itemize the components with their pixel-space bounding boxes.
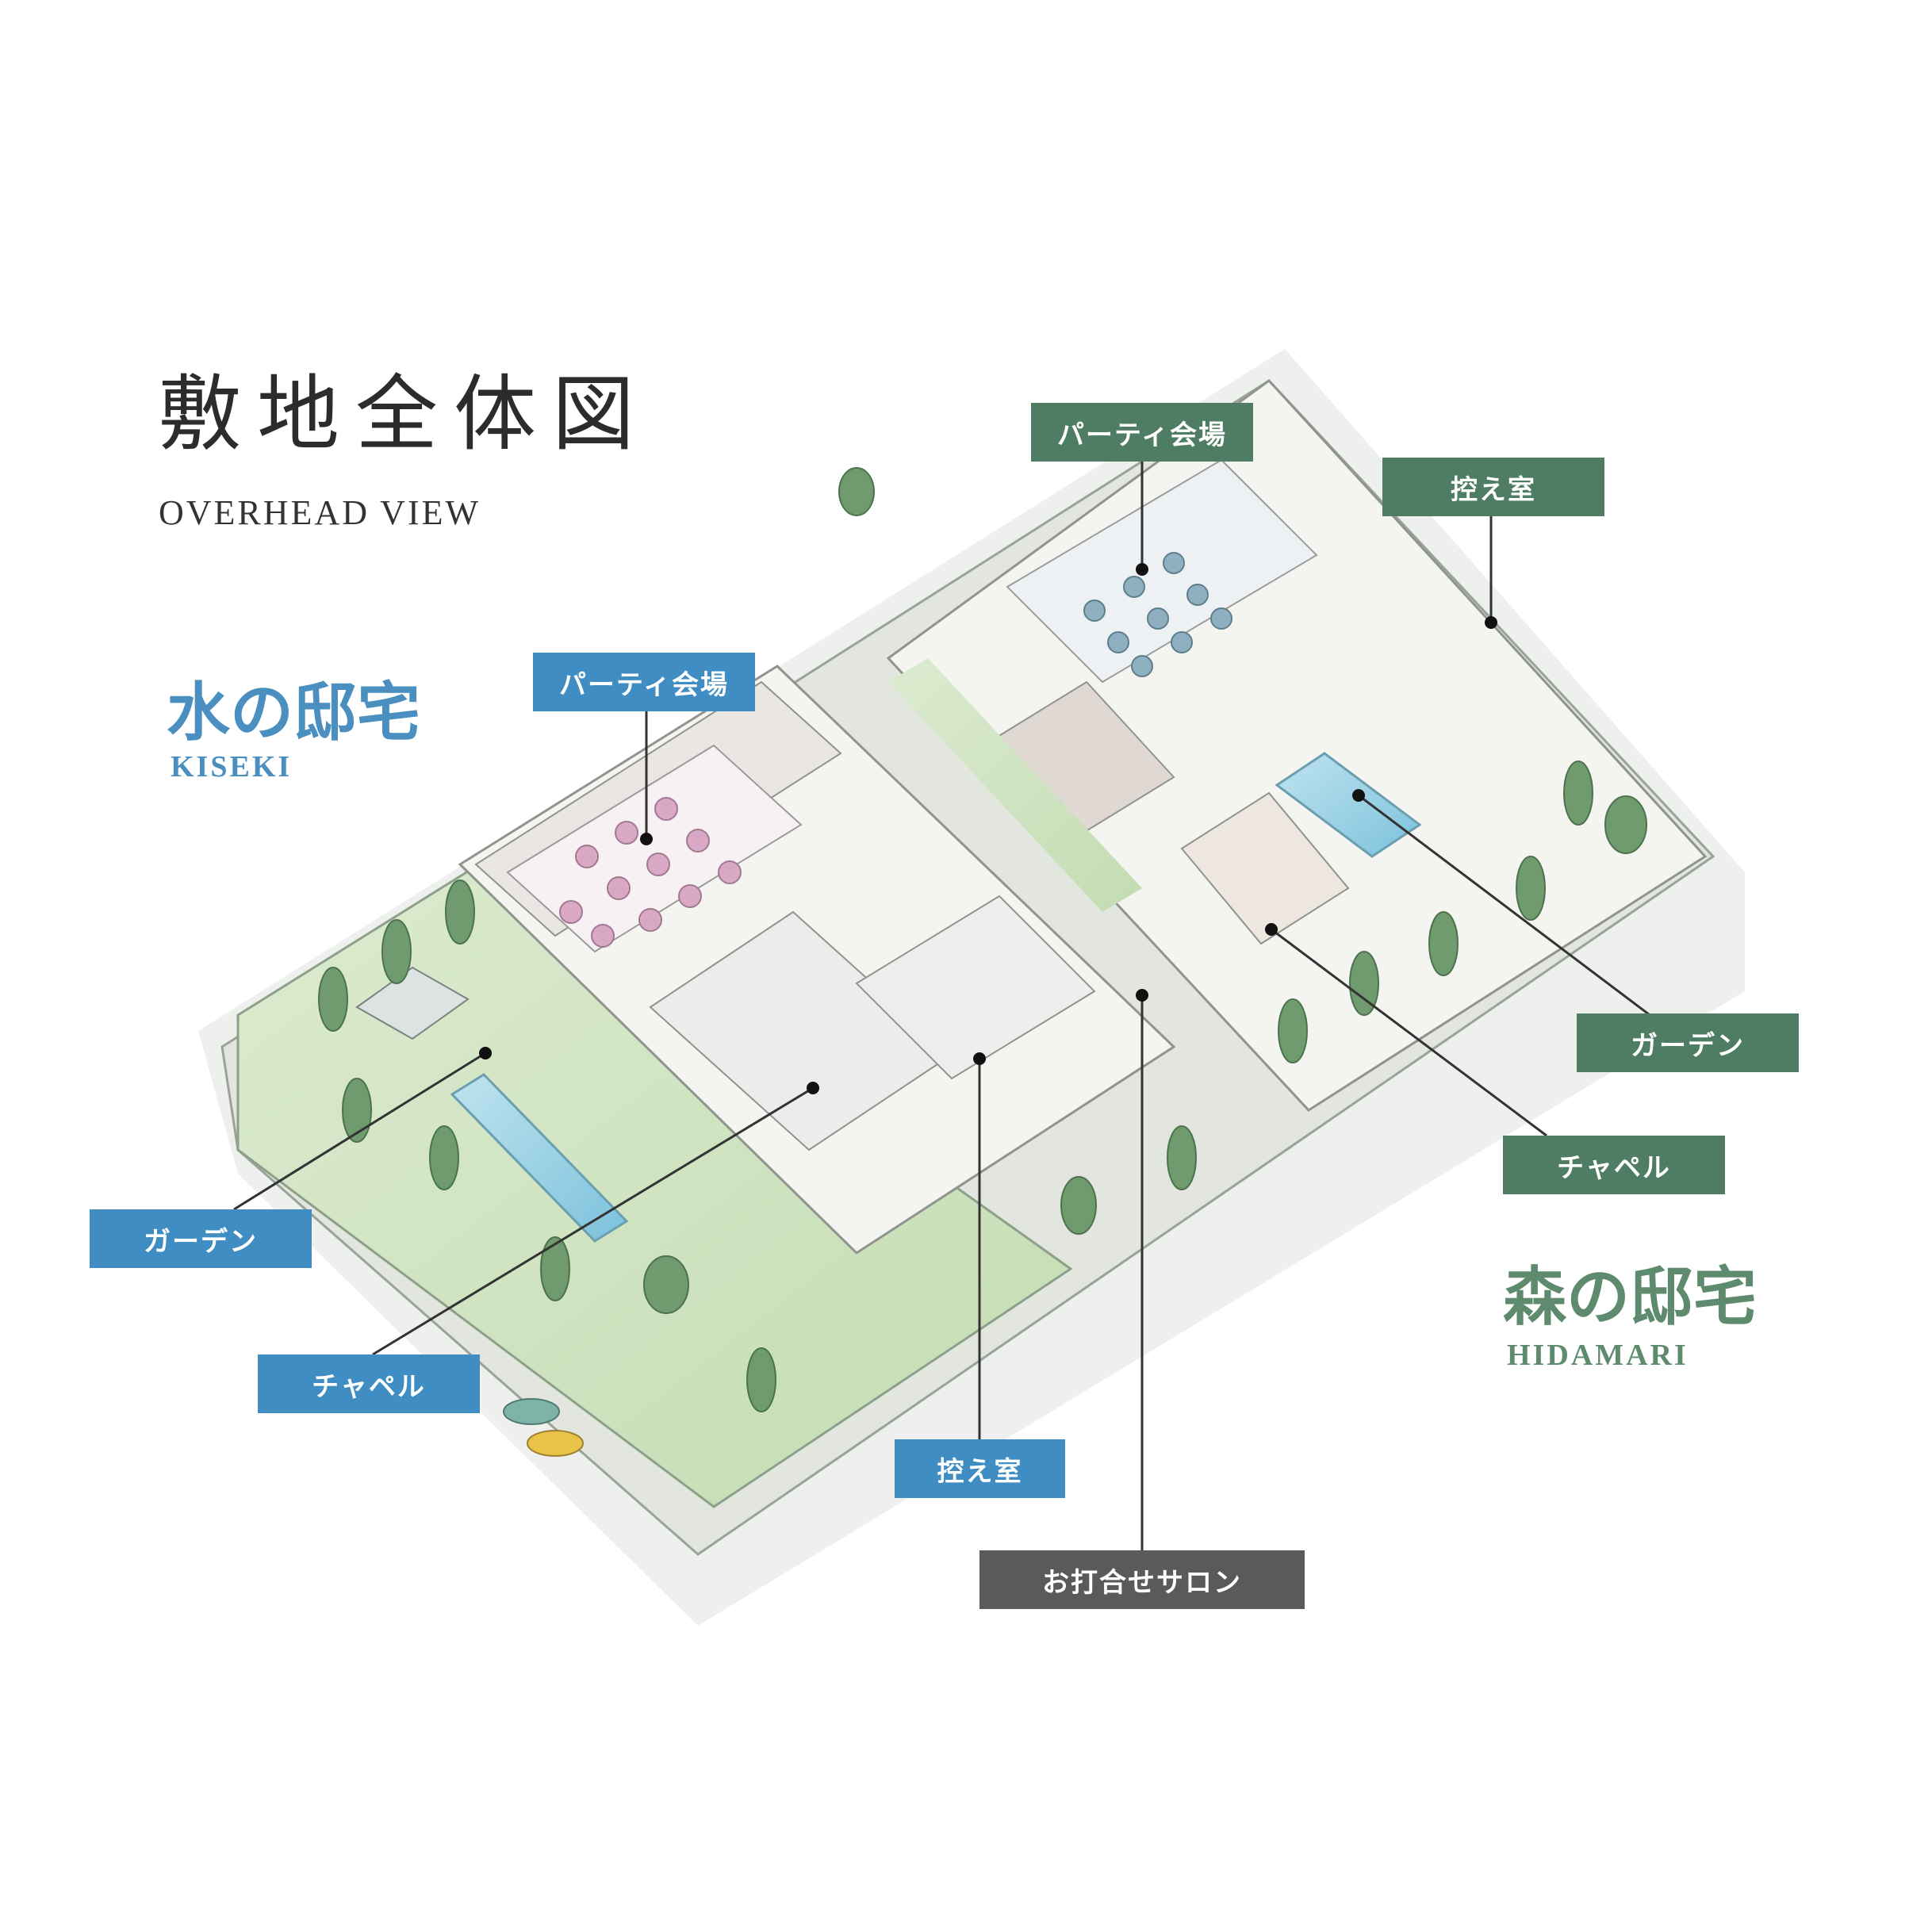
label-kiseki-garden[interactable]: ガーデン	[90, 1209, 312, 1268]
hidamari-party-tables	[1083, 552, 1232, 677]
label-kiseki-chapel[interactable]: チャペル	[258, 1354, 480, 1413]
label-hidamari-garden[interactable]: ガーデン	[1577, 1013, 1799, 1072]
label-hidamari-chapel[interactable]: チャペル	[1503, 1136, 1725, 1194]
leader-lines	[233, 448, 1682, 1550]
label-hidamari-party-hall[interactable]: パーティ会場	[1031, 403, 1253, 462]
kiseki-party-tables	[559, 797, 742, 948]
label-consultation-salon[interactable]: お打合せサロン	[979, 1550, 1305, 1609]
hidamari-name: 森の邸宅	[1503, 1259, 1757, 1334]
page-subtitle: OVERHEAD VIEW	[159, 493, 481, 532]
trees	[318, 467, 1647, 1412]
label-hidamari-waiting-room[interactable]: 控え室	[1382, 458, 1604, 516]
label-kiseki-party-hall[interactable]: パーティ会場	[533, 653, 755, 711]
hidamari-roman: HIDAMARI	[1507, 1339, 1689, 1372]
hidamari-estate	[886, 378, 1708, 1112]
page-title: 敷地全体図	[159, 366, 651, 462]
kiseki-name: 水の邸宅	[167, 675, 420, 749]
kiseki-roman: KISEKI	[171, 750, 293, 784]
label-kiseki-waiting-room[interactable]: 控え室	[895, 1439, 1065, 1498]
kiseki-estate	[236, 665, 1176, 1508]
